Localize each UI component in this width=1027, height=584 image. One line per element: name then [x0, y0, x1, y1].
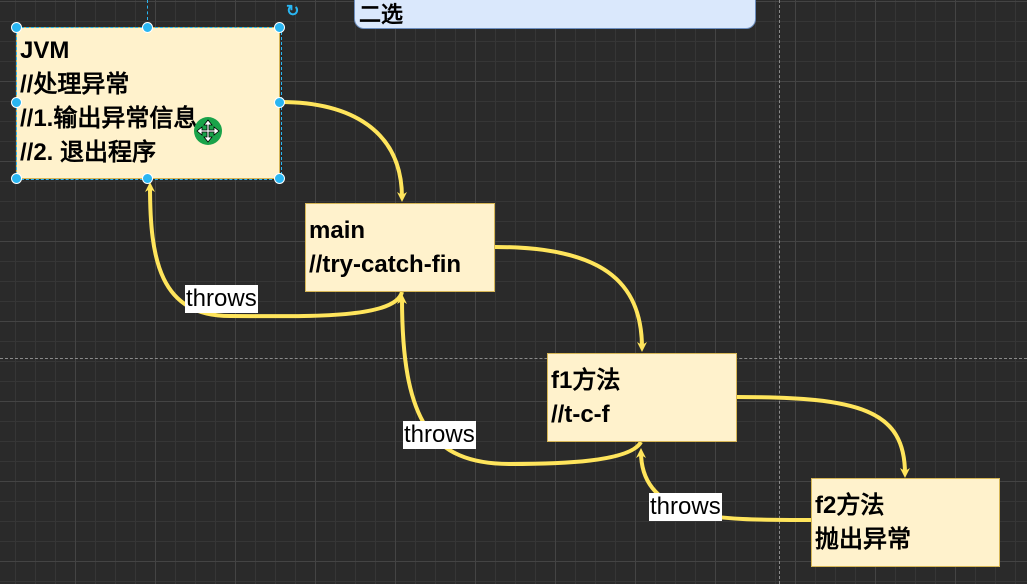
edge-main-to-f1[interactable] — [494, 245, 647, 352]
main-node[interactable]: main //try-catch-fin — [305, 203, 495, 292]
edge-f1-to-main-throws[interactable] — [397, 294, 643, 467]
edge-label-f2-to-f1[interactable]: throws — [649, 493, 722, 521]
resize-handle-bottom-left[interactable] — [11, 173, 22, 184]
resize-handle-bottom[interactable] — [142, 173, 153, 184]
resize-handle-top-left[interactable] — [11, 22, 22, 33]
top-box-node[interactable]: 二选 — [354, 0, 756, 29]
f2-node[interactable]: f2方法 抛出异常 — [811, 478, 1000, 567]
rotate-icon[interactable]: ↻ — [286, 3, 300, 20]
f1-node-line-1: f1方法 — [551, 367, 621, 394]
resize-handle-bottom-right[interactable] — [274, 173, 285, 184]
top-box-label: 二选 — [359, 2, 404, 27]
move-cursor-icon — [194, 117, 222, 145]
f1-node[interactable]: f1方法 //t-c-f — [547, 353, 737, 442]
resize-handle-left[interactable] — [11, 97, 22, 108]
resize-handle-top-right[interactable] — [274, 22, 285, 33]
f1-node-line-2: //t-c-f — [551, 401, 610, 428]
edge-f1-to-f2[interactable] — [736, 395, 910, 478]
f2-node-line-1: f2方法 — [815, 492, 885, 519]
main-node-line-2: //try-catch-fin — [309, 251, 462, 278]
edge-main-to-jvm-throws[interactable] — [145, 182, 404, 319]
jvm-node-line-4: //2. 退出程序 — [20, 139, 157, 166]
main-node-line-1: main — [309, 217, 366, 244]
edge-label-f1-to-main[interactable]: throws — [403, 421, 476, 449]
jvm-node-line-1: JVM — [20, 37, 70, 64]
jvm-node-line-3: //1.输出异常信息 — [20, 105, 198, 132]
f2-node-line-2: 抛出异常 — [815, 526, 911, 553]
resize-handle-right[interactable] — [274, 97, 285, 108]
resize-handle-top[interactable] — [142, 22, 153, 33]
page-break-horizontal — [0, 358, 1027, 359]
jvm-node[interactable]: JVM //处理异常 //1.输出异常信息 //2. 退出程序 — [16, 27, 280, 179]
jvm-node-line-2: //处理异常 — [20, 71, 130, 98]
page-break-vertical — [779, 0, 780, 584]
edge-label-main-to-jvm[interactable]: throws — [185, 285, 258, 313]
edge-jvm-to-main[interactable] — [279, 100, 407, 202]
selection-stub — [147, 0, 148, 20]
